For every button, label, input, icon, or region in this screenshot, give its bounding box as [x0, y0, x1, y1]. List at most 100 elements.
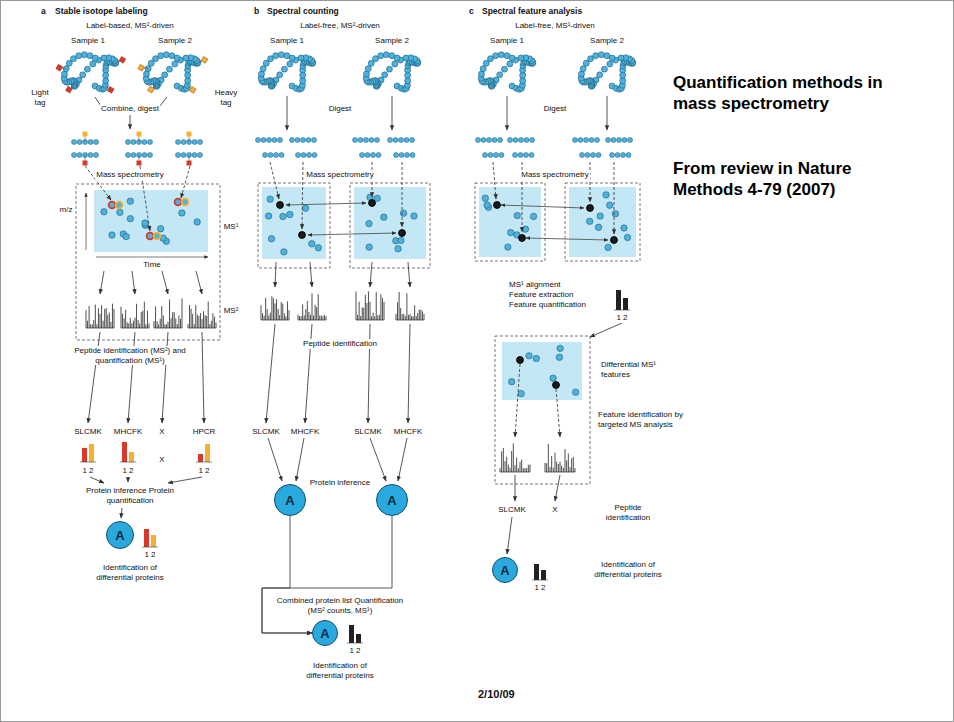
spectrum-peak	[525, 468, 526, 472]
spectrum-peak	[568, 454, 569, 472]
amino-acid-bead	[289, 55, 295, 61]
step-label: Mass spectrometry	[305, 170, 375, 180]
amino-acid-bead	[595, 138, 600, 143]
spectrum-peak	[365, 295, 366, 320]
amino-acid-bead	[573, 138, 578, 143]
flow-arrow	[607, 96, 608, 130]
spectrum-peak	[546, 463, 547, 472]
amino-acid-bead	[81, 52, 87, 58]
spectrum-peak	[145, 324, 146, 328]
slide-title: Quantification methods in mass spectrome…	[672, 72, 889, 115]
spectrum-peak	[553, 468, 554, 472]
spectrum-peak	[521, 459, 522, 472]
amino-acid-bead	[312, 153, 317, 158]
amino-acid-bead	[301, 138, 306, 143]
amino-acid-bead	[375, 138, 380, 143]
protein-name: A	[320, 626, 329, 641]
peptide-feature	[530, 213, 536, 219]
amino-acid-bead	[94, 140, 99, 145]
amino-acid-bead	[591, 153, 596, 158]
step-label: Digest	[328, 104, 353, 114]
amino-acid-bead	[72, 153, 77, 158]
peptide	[580, 153, 602, 158]
flow-arrow	[555, 475, 560, 501]
peptide-feature	[518, 390, 524, 396]
spectrum-peak	[308, 312, 309, 320]
flow-arrow	[296, 438, 304, 481]
panel-heading: Spectral feature analysis	[481, 6, 583, 16]
amino-acid-bead	[198, 140, 203, 145]
ms2-spectrum	[154, 298, 182, 328]
dashed-frame	[495, 336, 590, 484]
amino-acid-bead	[148, 153, 153, 158]
spectrum-peak	[200, 313, 201, 328]
peptide-feature	[482, 195, 488, 201]
amino-acid-bead	[493, 53, 499, 59]
ms2-spectrum	[86, 304, 114, 328]
peptide-feature	[109, 232, 115, 238]
selected-feature	[494, 202, 501, 209]
amino-acid-bead	[364, 138, 369, 143]
step-label: Peptide identification	[596, 503, 660, 522]
spectrum-peak	[138, 320, 139, 328]
amino-acid-bead	[90, 61, 96, 67]
amino-acid-bead	[312, 138, 317, 143]
amino-acid-bead	[513, 153, 518, 158]
spectrum-peak	[560, 462, 561, 472]
ms2-spectrum	[500, 444, 530, 472]
peptide-feature	[280, 213, 286, 219]
amino-acid-bead	[520, 78, 526, 84]
step-label: Mass spectrometry	[95, 170, 165, 180]
peptide-feature	[281, 249, 287, 255]
spectrum-peak	[216, 322, 217, 328]
step-label: Identification of differential proteins	[84, 563, 176, 582]
quant-bar	[82, 448, 87, 462]
amino-acid-bead	[131, 140, 136, 145]
quant-bar	[616, 290, 621, 310]
protein-circle: A	[492, 557, 518, 583]
bar-axis	[347, 643, 363, 644]
panel-heading: Stable isotope labeling	[54, 6, 149, 16]
spectrum-peak	[161, 306, 162, 328]
amino-acid-bead	[410, 153, 415, 158]
amino-acid-bead	[480, 66, 486, 72]
protein-name: A	[500, 563, 509, 578]
bar-axis	[532, 580, 548, 581]
spectrum-peak	[518, 468, 519, 472]
amino-acid-bead	[172, 61, 178, 67]
spectrum-peak	[114, 309, 115, 328]
peptide-feature	[302, 205, 308, 211]
spectrum-peak	[410, 314, 411, 320]
bar-axis	[142, 547, 158, 548]
step-label: Differential MS¹ features	[600, 360, 658, 379]
step-label: m/z	[59, 205, 74, 215]
step-label: X	[158, 455, 165, 465]
spectrum-peak	[414, 305, 415, 320]
spectrum-peak	[198, 316, 199, 328]
step-label: MS¹	[223, 222, 240, 232]
spectrum-peak	[299, 316, 300, 320]
peptide-feature	[411, 213, 417, 219]
bar-chart	[80, 444, 96, 462]
isotope-tag	[148, 86, 155, 93]
spectrum-peak	[206, 316, 207, 328]
spectrum-peak	[163, 316, 164, 328]
peptide-feature	[287, 211, 293, 217]
amino-acid-bead	[192, 140, 197, 145]
bar-chart	[614, 290, 630, 310]
spectrum-peak	[128, 323, 129, 328]
peptide-feature	[526, 353, 532, 359]
bar-chart	[142, 529, 158, 547]
amino-acid-bead	[615, 153, 620, 158]
amino-acid-bead	[596, 153, 601, 158]
spectrum-peak	[109, 313, 110, 328]
quant-bar	[198, 454, 203, 462]
step-label: MHCFK	[393, 427, 423, 437]
isotope-tag	[107, 86, 114, 93]
spectrum-peak	[379, 315, 380, 320]
spectrum-peak	[169, 300, 170, 328]
amino-acid-bead	[518, 55, 524, 61]
peptide-feature	[179, 210, 185, 216]
flow-arrow	[86, 193, 87, 250]
selected-feature	[369, 200, 376, 207]
